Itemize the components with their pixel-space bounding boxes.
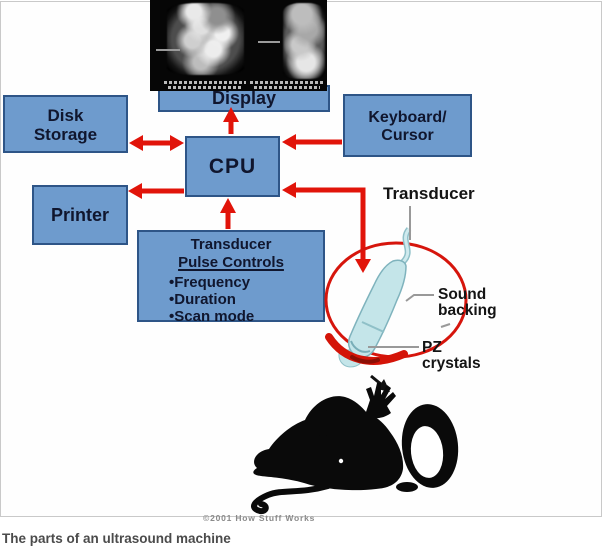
sound-backing-annotation: Sound backing <box>438 287 497 319</box>
pz-crystals-annotation: PZ crystals <box>422 340 481 372</box>
figure-caption: The parts of an ultrasound machine <box>2 531 231 546</box>
tpc-title-line2: Pulse Controls <box>178 254 284 271</box>
copyright-text: ©2001 How Stuff Works <box>203 513 316 523</box>
cpu-box: CPU <box>185 136 280 197</box>
disk-storage-box: Disk Storage <box>3 95 128 153</box>
tpc-bullet-frequency: •Frequency <box>169 274 251 291</box>
transducer-annotation: Transducer <box>383 184 475 203</box>
printer-box: Printer <box>32 185 128 245</box>
tpc-title-line1: Transducer <box>190 236 272 253</box>
keyboard-cursor-box: Keyboard/ Cursor <box>343 94 472 157</box>
sound-backing-line1: Sound <box>438 286 487 303</box>
scan-caption-right-row2 <box>254 86 320 89</box>
keyboard-label-line2: Cursor <box>381 127 434 144</box>
tpc-bullet-list: •Frequency •Duration •Scan mode <box>139 274 323 325</box>
printer-label: Printer <box>50 204 110 225</box>
pz-crystals-line2: crystals <box>422 355 481 372</box>
keyboard-label-line1: Keyboard/ <box>368 109 447 126</box>
ultrasound-scan-image <box>150 0 327 91</box>
tpc-bullet-scan-mode: •Scan mode <box>169 308 255 325</box>
sound-backing-line2: backing <box>438 302 497 319</box>
pz-crystals-line1: PZ <box>422 339 442 356</box>
scan-left-tiny-label <box>156 49 180 51</box>
disk-storage-label-line2: Storage <box>33 125 98 144</box>
scan-right-tiny-label <box>258 41 280 43</box>
scan-caption-right-row1 <box>250 81 324 84</box>
scan-caption-left-row2 <box>168 86 242 89</box>
scan-right-body-image <box>283 3 325 79</box>
cpu-label: CPU <box>208 154 257 178</box>
scan-left-body-image <box>167 3 244 75</box>
tpc-bullet-duration: •Duration <box>169 291 236 308</box>
transducer-pulse-controls-box: Transducer Pulse Controls •Frequency •Du… <box>137 230 325 325</box>
scan-caption-left-row1 <box>164 81 246 84</box>
disk-storage-label-line1: Disk <box>47 106 84 125</box>
display-label: Display <box>211 88 277 108</box>
